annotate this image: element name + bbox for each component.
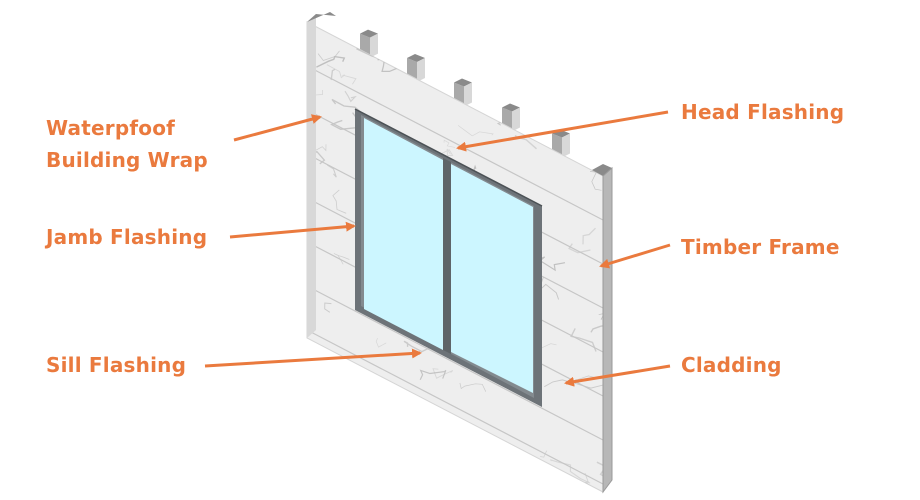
marble-vein bbox=[443, 139, 456, 148]
callout-arrows bbox=[204, 110, 671, 387]
marble-vein bbox=[596, 461, 603, 481]
window-mullion bbox=[443, 158, 451, 354]
marble-vein bbox=[459, 382, 487, 392]
marble-vein bbox=[317, 50, 340, 62]
timber-frame-post bbox=[307, 12, 613, 494]
marble-vein bbox=[590, 323, 603, 333]
glass-pane-left bbox=[364, 118, 443, 350]
marble-vein bbox=[333, 253, 350, 265]
arrow-icon bbox=[229, 221, 356, 239]
arrow-icon bbox=[599, 243, 671, 269]
marble-vein bbox=[375, 337, 387, 348]
marble-vein bbox=[332, 189, 347, 214]
marble-vein bbox=[568, 243, 591, 254]
marble-vein bbox=[326, 64, 357, 85]
label-head-flashing: Head Flashing bbox=[681, 100, 845, 124]
label-sill-flashing: Sill Flashing bbox=[46, 353, 187, 377]
glass-pane-right bbox=[451, 164, 533, 393]
label-timber-frame: Timber Frame bbox=[681, 235, 840, 259]
window-illustration bbox=[354, 108, 543, 407]
label-building-wrap: Waterpfoof Building Wrap bbox=[46, 112, 208, 176]
timber-stud bbox=[502, 103, 520, 132]
arrow-icon bbox=[204, 348, 422, 368]
marble-vein bbox=[315, 144, 327, 152]
arrow-icon bbox=[233, 114, 322, 142]
marble-vein bbox=[344, 90, 357, 103]
marble-vein bbox=[550, 459, 591, 484]
arrow-icon bbox=[564, 364, 671, 387]
arrow-icon bbox=[456, 110, 669, 152]
marble-vein bbox=[316, 55, 346, 68]
marble-vein bbox=[324, 302, 332, 313]
marble-vein bbox=[327, 164, 337, 178]
marble-vein bbox=[419, 369, 447, 381]
marble-vein bbox=[403, 340, 431, 353]
cladding-board-line bbox=[307, 65, 603, 221]
label-cladding: Cladding bbox=[681, 353, 782, 377]
label-building-wrap-line1: Waterpfoof bbox=[46, 116, 176, 140]
marble-vein bbox=[330, 68, 336, 81]
marble-vein bbox=[457, 125, 494, 137]
label-jamb-flashing: Jamb Flashing bbox=[46, 225, 208, 249]
marble-vein bbox=[582, 227, 596, 245]
label-building-wrap-line2: Building Wrap bbox=[46, 148, 208, 172]
marble-vein bbox=[570, 328, 597, 352]
marble-vein bbox=[330, 119, 356, 131]
marble-vein bbox=[590, 171, 602, 191]
cladding-board-line bbox=[307, 285, 603, 441]
marble-vein bbox=[432, 368, 454, 379]
marble-vein bbox=[540, 450, 548, 458]
marble-vein bbox=[544, 378, 603, 389]
